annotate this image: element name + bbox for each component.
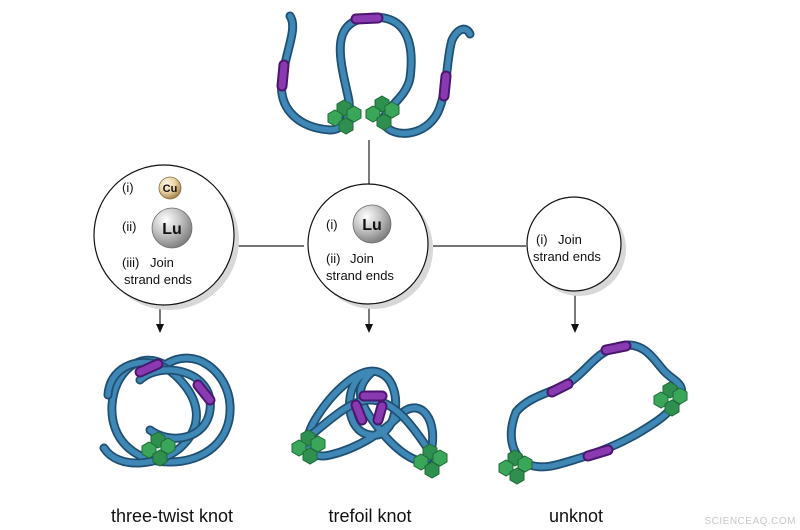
step-number: (i) <box>122 180 134 195</box>
step-bubble-middle: (i) Lu (ii) Join strand ends <box>307 183 433 309</box>
copper-label: Cu <box>163 183 178 195</box>
step-bubble-right: (i) Join strand ends <box>526 196 626 296</box>
step-number: (iii) <box>122 255 139 270</box>
step-text: strand ends <box>124 272 192 287</box>
lutetium-label: Lu <box>162 221 182 238</box>
step-number: (i) <box>536 232 548 247</box>
step-number: (ii) <box>326 251 340 266</box>
step-bubble-left: (i) Cu (ii) Lu (iii) Join strand ends <box>93 164 239 310</box>
step-text: Join <box>150 255 174 270</box>
unknot-label: unknot <box>549 506 603 526</box>
trefoil-knot <box>291 366 448 479</box>
step-number: (ii) <box>122 219 136 234</box>
lutetium-label: Lu <box>362 217 382 234</box>
three-twist-knot <box>99 353 235 468</box>
step-text: strand ends <box>326 268 394 283</box>
lutetium-ion-icon <box>352 204 392 244</box>
step-text: strand ends <box>533 249 601 264</box>
lutetium-ion-icon <box>151 207 193 249</box>
watermark-text: SCIENCEAQ.COM <box>704 516 796 527</box>
trefoil-knot-label: trefoil knot <box>328 506 411 526</box>
starting-strand <box>276 11 475 138</box>
binding-site-icon <box>498 449 533 485</box>
step-text: Join <box>558 232 582 247</box>
unknot <box>498 340 688 485</box>
copper-ion-icon <box>158 176 182 200</box>
step-number: (i) <box>326 217 338 232</box>
three-twist-knot-label: three-twist knot <box>111 506 233 526</box>
step-text: Join <box>350 251 374 266</box>
